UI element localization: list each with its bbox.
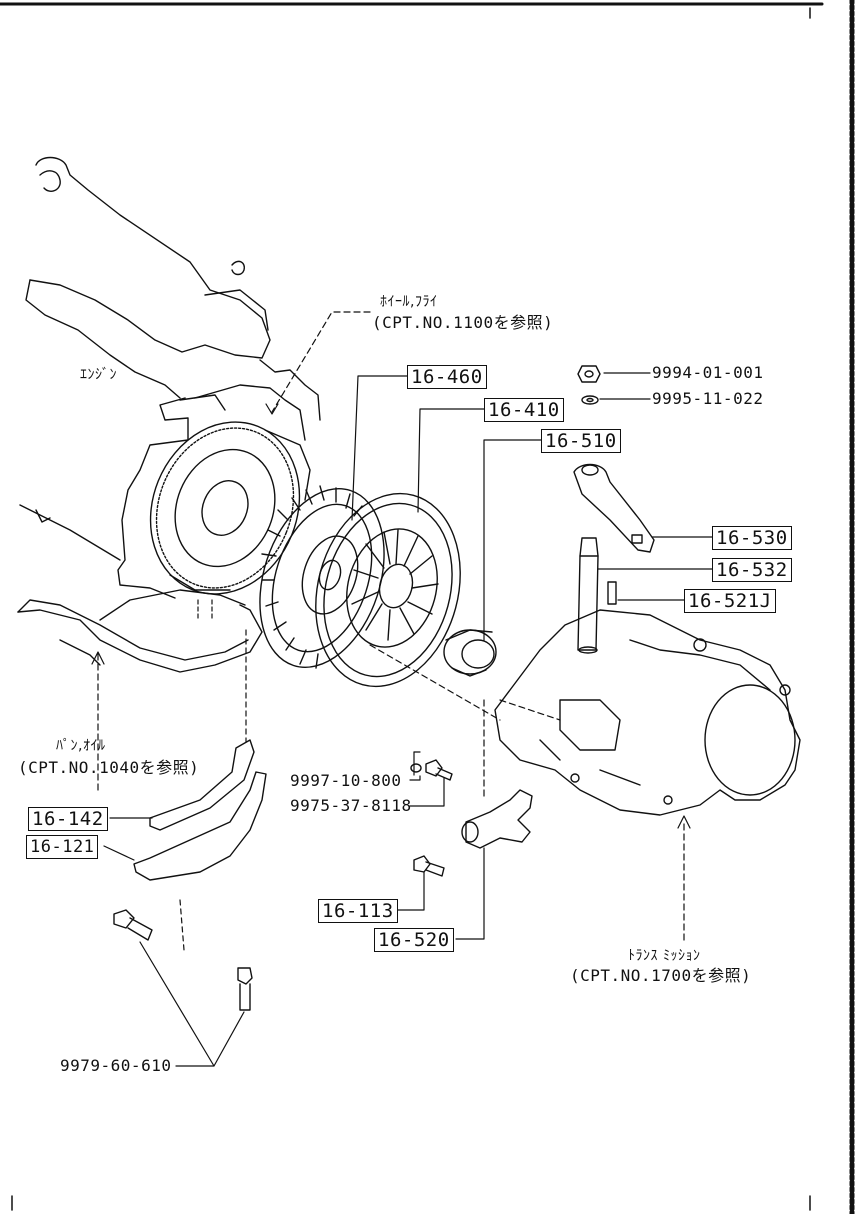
part-16-142: 16-142 <box>28 807 108 831</box>
engine-illustration <box>19 156 321 599</box>
part-number-washer-small: 9997-10-800 <box>290 771 402 790</box>
pressure-plate-illustration <box>315 492 461 688</box>
engine-label: ｴﾝｼﾞﾝ <box>80 367 117 383</box>
leader-lines <box>91 311 713 1067</box>
transmission-illustration <box>494 609 801 816</box>
oil-pan-ref-label: (CPT.NO.1040を参照) <box>18 758 200 777</box>
part-number-nut: 9994-01-001 <box>652 363 764 382</box>
release-shaft-illustration <box>577 537 599 654</box>
key-illustration <box>607 581 617 605</box>
part-16-520: 16-520 <box>374 928 454 952</box>
flywheel-ref-label: (CPT.NO.1100を参照) <box>372 313 554 332</box>
oil-pan-illustration <box>17 589 263 673</box>
oil-pan-label: ﾊﾟﾝ,ｵｲﾙ <box>56 738 106 754</box>
flywheel-label: ﾎｲｰﾙ,ﾌﾗｲ <box>380 294 438 310</box>
release-lever-illustration <box>573 463 655 553</box>
part-16-460: 16-460 <box>407 365 487 389</box>
part-16-121: 16-121 <box>26 835 99 859</box>
bolt-illustrations <box>113 759 453 1011</box>
release-fork-illustration <box>461 789 533 849</box>
part-16-530: 16-530 <box>712 526 792 550</box>
part-16-521j: 16-521J <box>684 589 776 613</box>
transmission-ref-label: (CPT.NO.1700を参照) <box>570 966 752 985</box>
transmission-label: ﾄﾗﾝｽ ﾐｯｼｮﾝ <box>628 948 701 964</box>
part-number-bolt: 9975-37-8118 <box>290 796 412 815</box>
clutch-disc-illustration <box>259 485 385 669</box>
part-number-washer: 9995-11-022 <box>652 389 764 408</box>
nut-washer-illustration <box>577 365 601 405</box>
release-bearing-illustration <box>443 629 497 677</box>
part-number-bolt-lower: 9979-60-610 <box>60 1056 172 1075</box>
flywheel-illustration <box>149 421 311 595</box>
part-16-532: 16-532 <box>712 558 792 582</box>
part-16-113: 16-113 <box>318 899 398 923</box>
part-16-410: 16-410 <box>484 398 564 422</box>
part-16-510: 16-510 <box>541 429 621 453</box>
cover-plates-illustration <box>133 739 267 881</box>
